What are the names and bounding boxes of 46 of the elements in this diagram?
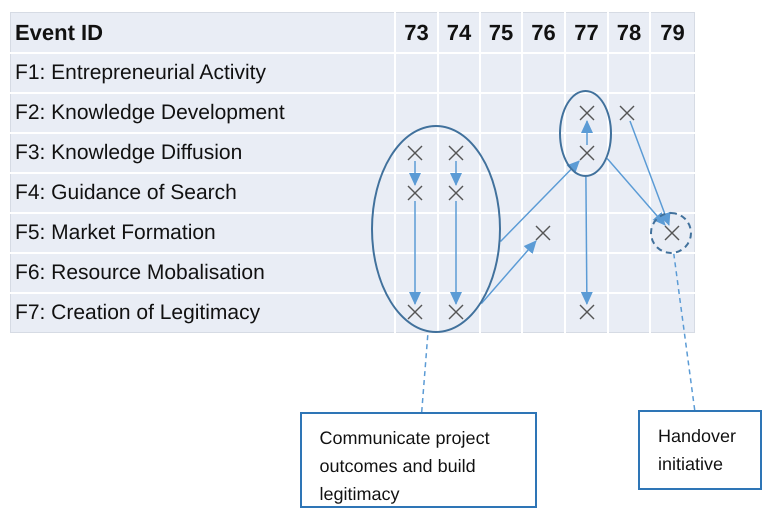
column-header: 74 — [446, 18, 472, 46]
column-header: 78 — [616, 18, 642, 46]
column-header: Event ID — [15, 18, 104, 46]
dashed-circle — [650, 212, 692, 254]
row-header: F5: Market Formation — [15, 220, 216, 246]
arrow — [450, 161, 462, 186]
arrow — [629, 120, 670, 226]
leader-line — [420, 332, 429, 412]
cross-mark — [448, 184, 464, 200]
arrow — [409, 161, 421, 186]
callout-box — [300, 412, 536, 508]
callout-text: Communicate project outcomes and build legitimacy — [320, 427, 491, 506]
cross-mark — [535, 225, 551, 241]
column-header: 76 — [530, 18, 557, 46]
ellipse-outline — [559, 90, 612, 177]
arrow — [480, 240, 537, 304]
arrow — [409, 201, 421, 305]
cross-mark — [406, 304, 422, 320]
cross-mark — [664, 224, 680, 240]
column-header: 73 — [403, 18, 430, 46]
arrow — [606, 158, 666, 226]
ellipse-outline — [371, 125, 501, 333]
callout-text: Handover initiative — [658, 425, 738, 476]
row-header: F6: Resource Mobalisation — [15, 260, 265, 286]
row-header: F4: Guidance of Search — [15, 180, 237, 206]
cross-mark — [578, 104, 594, 120]
callout-box — [638, 410, 762, 490]
row-header: F2: Knowledge Development — [15, 100, 285, 126]
row-header: F3: Knowledge Diffusion — [15, 140, 242, 166]
cross-mark — [579, 304, 595, 320]
arrow — [580, 177, 593, 305]
row-header: F1: Entrepreneurial Activity — [15, 60, 266, 86]
cross-mark — [619, 105, 635, 121]
cross-mark — [448, 144, 464, 160]
cross-mark — [578, 144, 594, 160]
column-header: 77 — [573, 18, 600, 46]
cross-mark — [406, 144, 422, 160]
column-header: 75 — [488, 18, 514, 46]
column-header: 79 — [659, 18, 686, 46]
leader-line — [673, 254, 696, 410]
cross-mark — [448, 304, 464, 320]
arrow — [500, 160, 580, 242]
arrow — [581, 120, 593, 145]
row-header: F7: Creation of Legitimacy — [15, 300, 260, 326]
cross-mark — [406, 184, 422, 200]
arrow — [450, 201, 462, 305]
